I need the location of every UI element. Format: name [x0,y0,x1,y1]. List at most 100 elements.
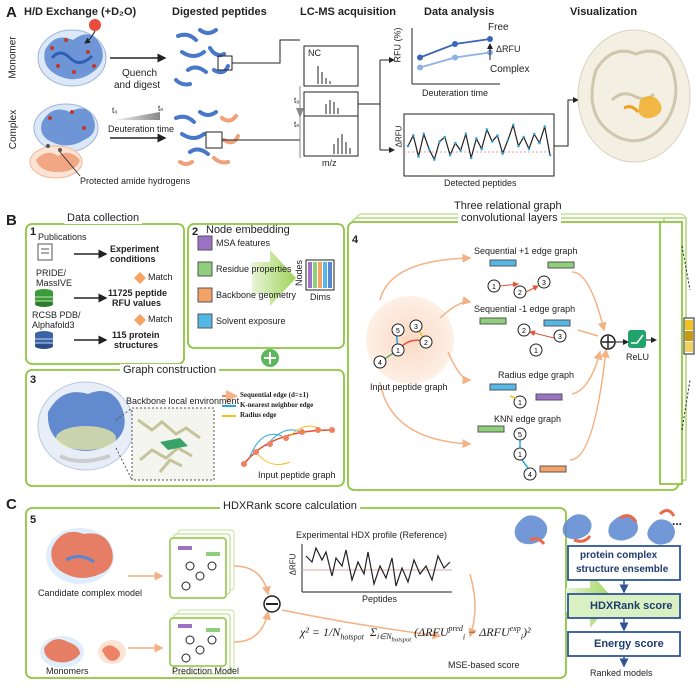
delta-rfu-point-1 [411,134,415,137]
deuteration-time-label: Deuteration time [108,124,175,134]
delta-rfu-point-15 [485,128,489,131]
section-1-number: 1 [30,226,37,238]
uptake-point-1-0 [417,64,423,71]
delta-rfu-point-21 [517,144,520,148]
delta-rfu-point-17 [496,134,499,137]
mini-graph-monomer [178,624,220,663]
database-icon-pride [35,289,53,307]
svg-text:1: 1 [518,452,522,459]
panel-letter-c: C [6,496,17,513]
peptides-label: Peptides [362,594,398,604]
feature-msa: MSA features [216,238,271,248]
monomers-label: Monomers [46,666,89,676]
legend-sequential: Sequential edge (d=±1) [240,391,309,399]
svg-text:5: 5 [396,328,400,335]
chi-square-formula: χ² = 1/Nhotspot Σi∈Nhotspot (ΔRFUpredi −… [300,624,531,644]
seq-minus-label: Sequential -1 edge graph [474,304,576,314]
backbone-env-label: Backbone local environment [126,396,240,406]
publication-icon [37,243,53,261]
quench-label: Quench [122,68,158,79]
delta-rfu-label: ΔRFU [496,44,521,54]
rfu-axis-label: RFU (%) [392,27,403,63]
delta-rfu-point-0 [406,144,410,148]
lcms-spectra [296,45,359,158]
section-5-title: HDXRank score calculation [220,500,360,512]
uptake-point-0-0 [417,54,423,61]
input-graph-glow [366,296,454,384]
delta-rfu-point-7 [443,135,447,139]
uptake-series-group [417,36,493,71]
t0-label: t₀ [112,106,118,115]
source-alphafold: Alphafold3 [32,320,75,330]
output-conditions: conditions [110,254,156,264]
delta-rfu-point-11 [464,132,468,136]
relu-label: ReLU [626,352,650,362]
output-structures: structures [114,340,159,350]
header-lcms: LC-MS acquisition [300,6,396,18]
protected-hydrogens-label: Protected amide hydrogens [80,176,191,186]
visualization-protein [577,29,691,163]
digested-peptides-complex [174,110,240,166]
mini-graph-complex [178,546,220,591]
nodes-label: Nodes [294,259,305,287]
delta-rfu-point-5 [432,158,436,161]
output-protein-count: 115 protein [112,330,160,340]
delta-rfu-point-27 [548,153,552,157]
section-2-title: Node embedding [206,224,290,236]
section-4-title-2: convolutional layers [458,212,561,224]
feature-residue: Residue properties [216,264,292,274]
delta-rfu-point-13 [475,137,478,140]
radius-graph: 1 [489,383,563,409]
graph-construction-example [241,425,335,467]
delta-series-group [406,122,552,162]
mz-label: m/z [322,158,337,168]
dims-label: Dims [310,292,331,302]
relu-icon [628,330,646,348]
delta-rfu-point-20 [511,123,515,127]
hdxrank-score-label: HDXRank score [590,600,673,612]
candidate-complex-protein [46,528,114,584]
delta-rfu-axis-label: ΔRFU [394,125,404,148]
spectrum-tn-label: tₙ [294,120,300,129]
input-graph-label-4: Input peptide graph [370,382,448,392]
experimental-profile [301,544,452,593]
panel-letter-a: A [6,4,17,21]
feature-solvent: Solvent exposure [216,316,286,326]
section-5-number: 5 [30,514,37,526]
output-peptide-count: 11725 peptide [108,288,168,298]
svg-text:3: 3 [558,334,562,341]
delta-rfu-point-26 [543,125,547,128]
and-digest-label: and digest [114,80,161,91]
input-graph-label-3: Input peptide graph [258,470,336,480]
svg-text:1: 1 [518,400,522,407]
flow-arrows-b [379,253,610,461]
panel-letter-b: B [6,212,17,229]
ensemble-box-line-2: structure ensemble [576,564,669,575]
central-residue [160,438,188,450]
output-rfu-values: RFU values [112,298,162,308]
feature-backbone: Backbone geometry [216,290,297,300]
hdxrank-score-box [567,593,681,619]
panel-a [29,19,691,179]
seq-plus-label: Sequential +1 edge graph [474,246,578,256]
uptake-plot [411,28,500,85]
delta-rfu-point-4 [427,147,431,151]
detected-peptides-label: Detected peptides [444,178,517,188]
monomer-protein [37,29,107,87]
energy-score-label: Energy score [594,638,664,650]
svg-text:1: 1 [396,348,400,355]
delta-rfu-point-10 [459,149,462,152]
delta-rfu-point-19 [506,138,510,142]
ellipsis-label: ... [672,514,683,528]
ensemble-proteins [514,509,676,545]
header-analysis: Data analysis [424,6,495,18]
match-label-1: Match [148,272,173,282]
svg-text:2: 2 [518,290,522,297]
feature-swatch-msa [197,235,213,251]
legend-radius: Radius edge [240,411,277,419]
section-1-title: Data collection [64,212,143,224]
complex-protein [29,103,99,179]
feature-swatch-solvent [197,313,213,329]
svg-text:1: 1 [492,284,496,291]
